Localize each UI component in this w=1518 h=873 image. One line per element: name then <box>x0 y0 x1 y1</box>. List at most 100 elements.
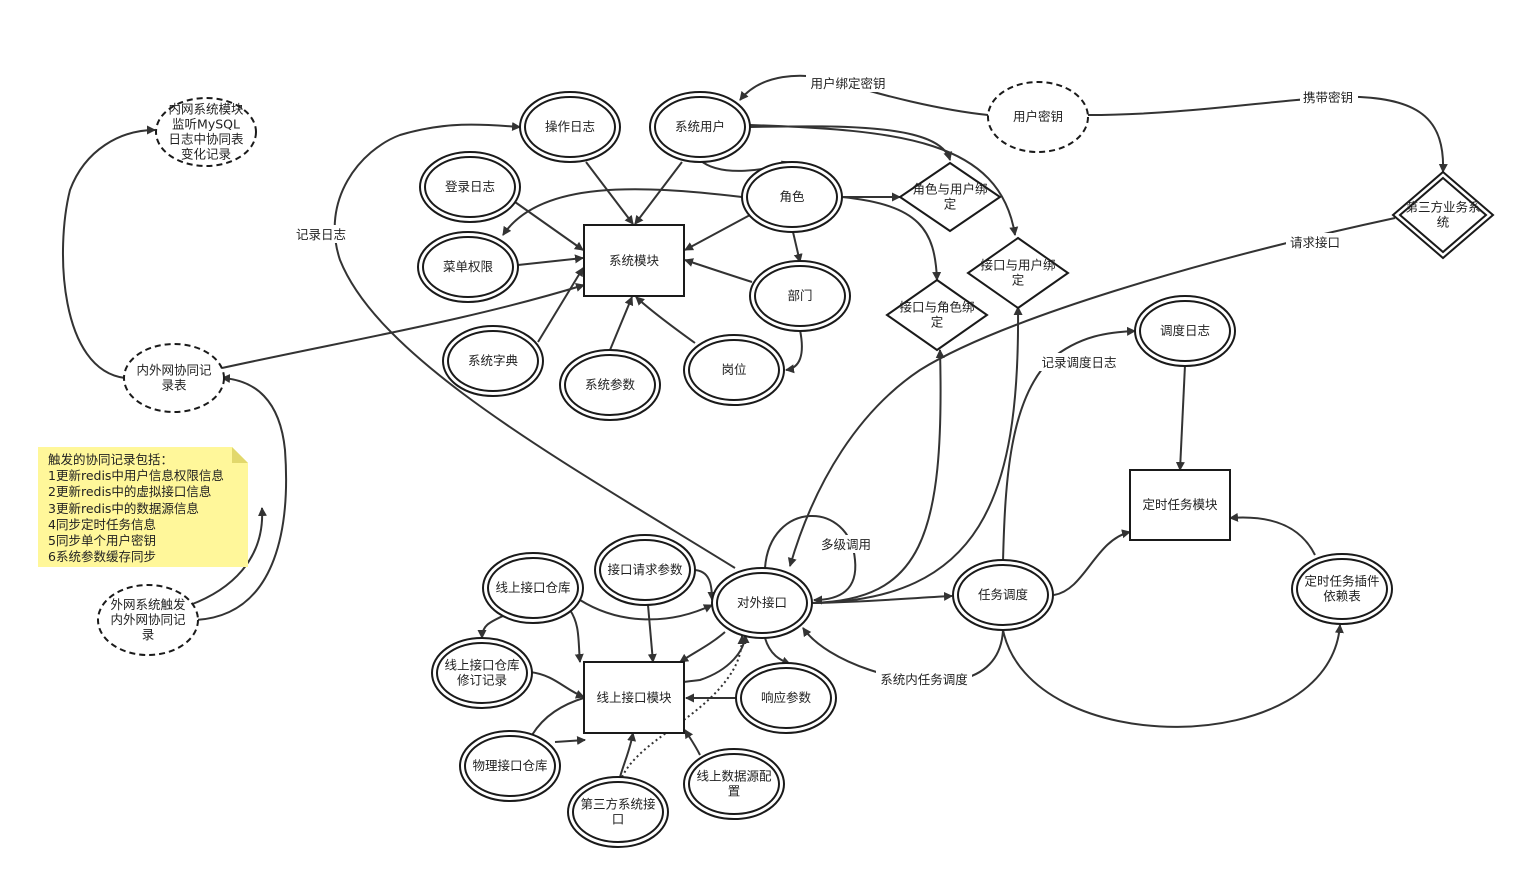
node-timer-module[interactable]: 定时任务模块 <box>1129 469 1231 541</box>
node-label: 菜单权限 <box>443 259 494 274</box>
node-label: 角色与用户绑定 <box>912 182 987 212</box>
node-system-user[interactable]: 系统用户 <box>649 91 751 163</box>
edge-role-to-apirolebind <box>841 196 942 281</box>
node-system-dict[interactable]: 系统字典 <box>442 325 544 397</box>
node-online-api-repo[interactable]: 线上接口仓库 <box>482 552 584 624</box>
edge-repo-to-onlinemod <box>569 609 584 663</box>
note-title: 触发的协同记录包括： <box>48 452 174 467</box>
svg-text:用户绑定密钥: 用户绑定密钥 <box>810 76 885 91</box>
svg-text:记录日志: 记录日志 <box>296 227 346 242</box>
node-online-repo-revision[interactable]: 线上接口仓库修订记录 <box>431 637 533 709</box>
node-schedule-log[interactable]: 调度日志 <box>1134 295 1236 367</box>
edges <box>62 74 1448 778</box>
node-operation-log[interactable]: 操作日志 <box>519 91 621 163</box>
node-label-line: 部门 <box>787 288 812 303</box>
node-post[interactable]: 岗位 <box>683 334 785 406</box>
node-label-line: 口 <box>612 812 625 827</box>
edge-reqparam-to-onlinemod <box>647 604 657 663</box>
node-user-key[interactable]: 用户密钥 <box>987 81 1089 153</box>
node-physical-api-repo[interactable]: 物理接口仓库 <box>459 730 561 802</box>
edge-api-to-onlinemod <box>679 631 726 663</box>
edge-oplog-to-sysmod <box>585 161 634 225</box>
node-login-log[interactable]: 登录日志 <box>419 151 521 223</box>
node-timer-plugin-table[interactable]: 定时任务插件依赖表 <box>1291 553 1393 625</box>
node-label-line: 系统字典 <box>468 353 518 368</box>
node-role[interactable]: 角色 <box>741 161 843 233</box>
note-cooperation-records: 触发的协同记录包括： 1更新redis中用户信息权限信息 2更新redis中的虚… <box>38 447 248 567</box>
node-label: 角色 <box>779 189 805 204</box>
edge-sched-to-plugin <box>1002 624 1344 728</box>
node-role-user-bind[interactable]: 角色与用户绑定 <box>898 161 1002 233</box>
node-system-module[interactable]: 系统模块 <box>583 224 685 297</box>
node-label: 接口与用户绑定 <box>980 258 1055 288</box>
svg-text:记录调度日志: 记录调度日志 <box>1041 355 1116 370</box>
node-cooperation-table[interactable]: 内外网协同记录表 <box>123 343 225 413</box>
node-label: 系统用户 <box>675 119 725 134</box>
node-label: 第三方系统接口 <box>580 797 656 827</box>
edge-label-bind-key: 用户绑定密钥 <box>806 74 888 92</box>
note-item: 4同步定时任务信息 <box>48 516 156 532</box>
node-label: 响应参数 <box>761 690 812 705</box>
node-label-line: 置 <box>728 784 741 799</box>
note-item: 2更新redis中的虚拟接口信息 <box>48 484 212 500</box>
node-label-line: 变化记录 <box>181 147 231 162</box>
node-label-line: 登录日志 <box>445 179 495 194</box>
node-label: 岗位 <box>721 362 746 377</box>
node-label: 操作日志 <box>545 119 595 134</box>
edge-coopt-to-intranet <box>62 125 156 379</box>
node-label: 接口请求参数 <box>607 562 683 577</box>
node-label: 定时任务插件依赖表 <box>1304 574 1379 604</box>
edge-api-to-resp <box>764 637 791 666</box>
node-label: 系统参数 <box>585 377 636 392</box>
node-task-schedule[interactable]: 任务调度 <box>952 559 1054 631</box>
node-label-line: 定 <box>1012 273 1025 288</box>
edge-user-to-apiuserbind <box>749 124 1019 236</box>
node-label-line: 外网系统触发 <box>110 597 186 612</box>
node-online-api-module[interactable]: 线上接口模块 <box>583 661 685 734</box>
node-thirdparty-business-system[interactable]: 第三方业务系统 <box>1391 170 1495 260</box>
node-label-line: 日志中协同表 <box>168 132 244 147</box>
edge-label-internal-sched: 系统内任务调度 <box>876 670 972 688</box>
edge-thirdapi-to-api-dotted <box>621 635 747 778</box>
edge-thirdapi-to-onlinemod <box>619 732 637 778</box>
node-extranet-trigger[interactable]: 外网系统触发内外网协同记录 <box>97 584 199 656</box>
node-api-role-bind[interactable]: 接口与角色绑定 <box>885 278 989 352</box>
note-text: 触发的协同记录包括： 1更新redis中用户信息权限信息 2更新redis中的虚… <box>48 452 224 565</box>
node-label-line: 任务调度 <box>978 587 1029 602</box>
node-label: 线上数据源配置 <box>696 769 772 799</box>
node-label: 用户密钥 <box>1013 109 1063 124</box>
node-thirdparty-api[interactable]: 第三方系统接口 <box>567 776 669 848</box>
edge-coopt-to-sysmod <box>221 283 585 369</box>
node-department[interactable]: 部门 <box>749 260 851 332</box>
node-label-line: 物理接口仓库 <box>472 758 547 773</box>
node-label: 系统模块 <box>609 253 660 268</box>
edge-label-record-sched-log: 记录调度日志 <box>1037 353 1121 371</box>
node-label-line: 操作日志 <box>545 119 595 134</box>
edge-reqparam-to-api <box>692 569 717 601</box>
node-response-param[interactable]: 响应参数 <box>735 662 837 734</box>
edge-revision-to-onlinemod <box>529 671 585 699</box>
node-label-line: 接口与角色绑 <box>899 300 974 315</box>
node-external-api[interactable]: 对外接口 <box>711 567 813 639</box>
node-api-user-bind[interactable]: 接口与用户绑定 <box>966 236 1070 310</box>
node-menu-permission[interactable]: 菜单权限 <box>417 231 519 303</box>
edge-user-to-sysmod <box>634 161 683 225</box>
node-label-line: 角色与用户绑 <box>912 182 987 197</box>
node-label-line: 线上数据源配 <box>696 769 772 784</box>
node-system-param[interactable]: 系统参数 <box>559 349 661 421</box>
node-online-datasource[interactable]: 线上数据源配置 <box>683 748 785 820</box>
node-api-request-param[interactable]: 接口请求参数 <box>594 534 696 606</box>
node-label-line: 录 <box>142 627 155 642</box>
node-label: 部门 <box>787 288 812 303</box>
node-label: 登录日志 <box>445 179 495 194</box>
node-label-line: 用户密钥 <box>1013 109 1063 124</box>
node-label: 物理接口仓库 <box>472 758 547 773</box>
node-label: 第三方业务系统 <box>1405 200 1480 230</box>
node-label-line: 对外接口 <box>737 595 787 610</box>
edge-menu-to-sysmod <box>517 254 584 266</box>
node-label: 调度日志 <box>1160 323 1210 338</box>
edge-api-to-apiuserbind <box>811 306 1023 604</box>
